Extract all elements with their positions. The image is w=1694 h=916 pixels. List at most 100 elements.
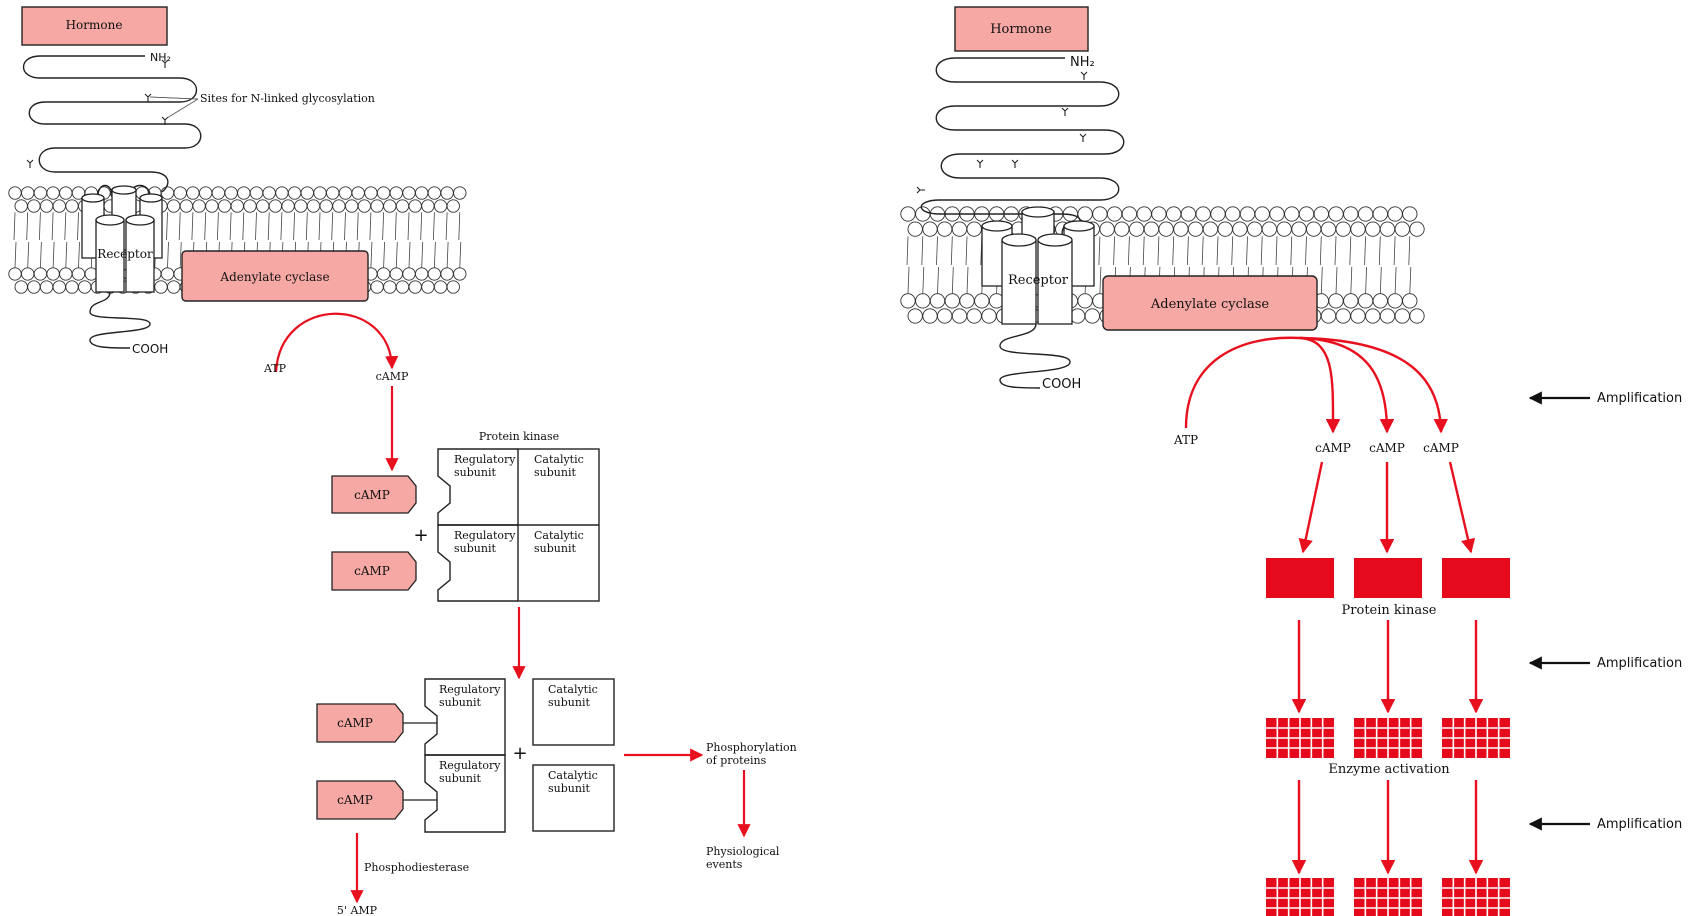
reg-subunit-4-line1: Regulatory: [439, 759, 501, 772]
lipid-head: [1380, 222, 1394, 236]
lipid-head: [1255, 207, 1269, 221]
enzyme-grid: [1354, 878, 1422, 916]
lipid-tail: [446, 212, 448, 268]
glycosylation-label: Sites for N-linked glycosylation: [200, 92, 375, 105]
lipid-head: [1344, 294, 1358, 308]
enzyme-grid-row-1: [1266, 718, 1510, 758]
lipid-tail: [395, 212, 397, 268]
lipid-head: [1159, 222, 1173, 236]
physiological-line2: events: [706, 858, 743, 871]
lipid-head: [1403, 294, 1417, 308]
lipid-head: [1285, 207, 1299, 221]
lipid-head: [40, 281, 52, 293]
lipid-head: [180, 200, 192, 212]
lipid-head: [47, 187, 59, 199]
lipid-head: [218, 200, 230, 212]
nh2-label-right: NH₂: [1070, 55, 1095, 70]
lipid-head: [908, 222, 922, 236]
lipid-tail: [937, 236, 939, 293]
lipid-head: [168, 200, 180, 212]
phosphorylation-line2: of proteins: [706, 754, 767, 767]
camp-tag-free-2-label: cAMP: [354, 564, 390, 578]
lipid-head: [60, 268, 72, 280]
lipid-head: [416, 268, 428, 280]
lipid-tail: [27, 212, 29, 268]
lipid-head: [161, 268, 173, 280]
lipid-head: [1336, 309, 1350, 323]
lipid-head: [1344, 207, 1358, 221]
lipid-head: [263, 187, 275, 199]
camp-tag-free-1-label: cAMP: [354, 488, 390, 502]
lipid-head: [923, 222, 937, 236]
reg-subunit-2-line2: subunit: [454, 542, 496, 555]
cat-subunit-2-line1: Catalytic: [534, 529, 584, 542]
lipid-head: [377, 268, 389, 280]
lipid-head: [60, 187, 72, 199]
amplification-label-2: Amplification: [1597, 656, 1682, 671]
kinase-to-enzyme-arrows: [1299, 620, 1476, 712]
lipid-head: [206, 200, 218, 212]
lipid-head: [384, 281, 396, 293]
lipid-head: [1329, 207, 1343, 221]
camp-to-kinase-arrows: [1303, 462, 1471, 552]
lipid-head: [1351, 222, 1365, 236]
atp-label-right: ATP: [1173, 433, 1198, 447]
lipid-head: [1144, 222, 1158, 236]
lipid-head: [434, 200, 446, 212]
lipid-head: [295, 200, 307, 212]
cat-free-2-line1: Catalytic: [548, 769, 598, 782]
cat-free-1-line1: Catalytic: [548, 683, 598, 696]
lipid-head: [9, 187, 21, 199]
lipid-head: [320, 200, 332, 212]
lipid-head: [1403, 207, 1417, 221]
lipid-head: [225, 187, 237, 199]
lipid-tail: [65, 212, 67, 268]
lipid-head: [72, 268, 84, 280]
lipid-head: [454, 268, 466, 280]
lipid-head: [1277, 222, 1291, 236]
lipid-head: [1358, 207, 1372, 221]
lipid-head: [945, 294, 959, 308]
lipid-head: [952, 222, 966, 236]
glycosylation-sites-right: [917, 72, 1087, 193]
hormone-label-right: Hormone: [990, 22, 1052, 37]
lipid-head: [250, 187, 262, 199]
lipid-head: [1380, 309, 1394, 323]
lipid-head: [454, 187, 466, 199]
phosphorylation-line1: Phosphorylation: [706, 741, 797, 754]
lipid-tail: [421, 212, 423, 268]
phosphodiesterase-label: Phosphodiesterase: [364, 861, 469, 874]
five-amp-label: 5' AMP: [337, 904, 378, 916]
plus-sign-2: +: [512, 743, 527, 764]
lipid-head: [244, 200, 256, 212]
lipid-head: [1395, 309, 1409, 323]
enzyme-to-enzyme-arrows: [1299, 780, 1476, 873]
enzyme-grid: [1266, 718, 1334, 758]
lipid-tail: [179, 212, 181, 268]
reg-subunit-2-line1: Regulatory: [454, 529, 516, 542]
lipid-head: [428, 187, 440, 199]
lipid-head: [168, 281, 180, 293]
camp-label-right-1: cAMP: [1315, 441, 1351, 455]
lipid-head: [22, 268, 34, 280]
reg-subunit-1-line1: Regulatory: [454, 453, 516, 466]
lipid-head: [938, 222, 952, 236]
lipid-head: [1248, 222, 1262, 236]
lipid-head: [422, 200, 434, 212]
adenylate-cyclase-label: Adenylate cyclase: [219, 270, 329, 284]
lipid-head: [422, 281, 434, 293]
lipid-head: [212, 187, 224, 199]
lipid-head: [930, 294, 944, 308]
lipid-head: [1388, 207, 1402, 221]
lipid-head: [396, 281, 408, 293]
lipid-head: [15, 200, 27, 212]
cat-subunit-1-line1: Catalytic: [534, 453, 584, 466]
atp-label: ATP: [263, 362, 287, 375]
enzyme-grid: [1266, 878, 1334, 916]
protein-kinase-block-2: [1354, 558, 1422, 598]
receptor-tail: [90, 292, 150, 348]
lipid-head: [1366, 309, 1380, 323]
lipid-tail: [408, 212, 410, 268]
lipid-head: [1336, 222, 1350, 236]
lipid-head: [916, 294, 930, 308]
